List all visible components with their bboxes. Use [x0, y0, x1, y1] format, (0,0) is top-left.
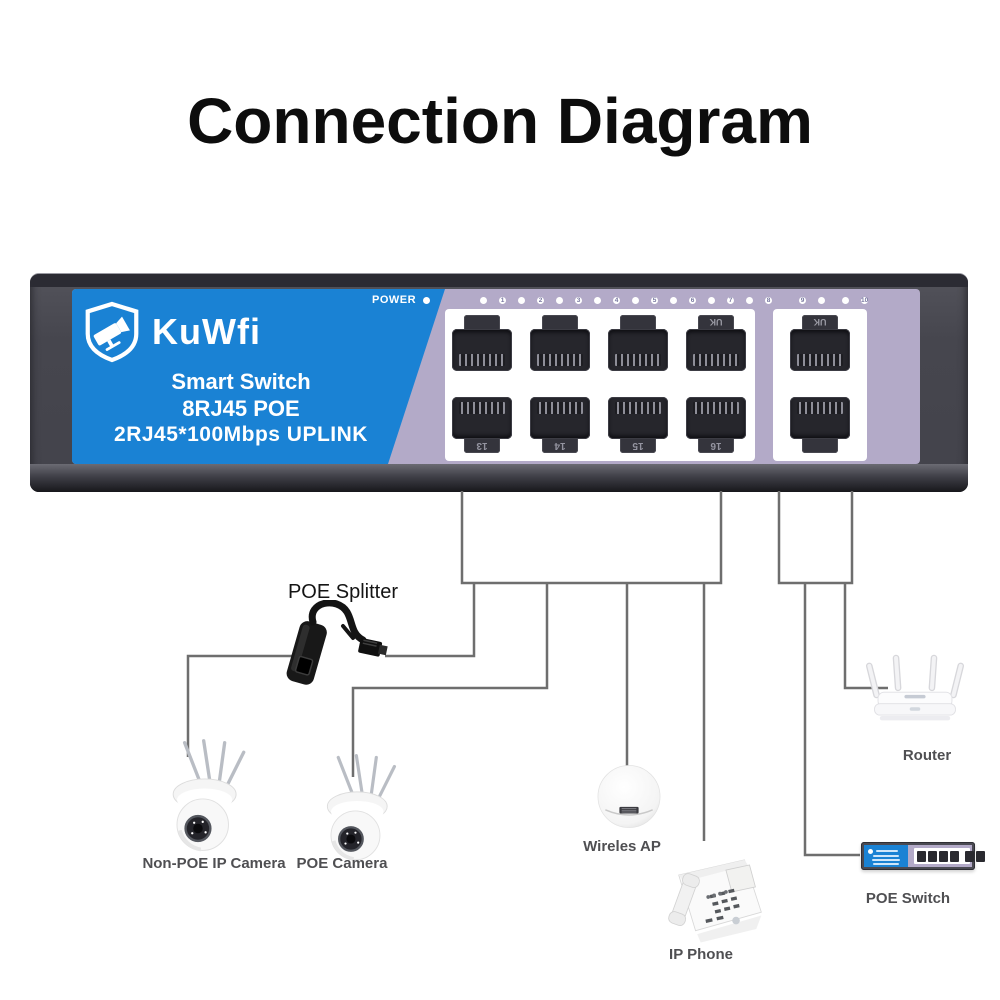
rj45-port-6: 14: [530, 397, 590, 453]
led-dot: [842, 296, 850, 304]
mini-port: [928, 850, 937, 862]
switch-bottom-bezel: [30, 464, 968, 492]
ip-phone-device: [668, 859, 762, 943]
rj45-uplink-port-2: [790, 397, 850, 453]
power-led: [423, 296, 431, 304]
led-number: 9: [799, 296, 807, 304]
poe-splitter-label: POE Splitter: [287, 581, 399, 603]
poe-switch-mini-label: POE Switch: [865, 890, 951, 907]
switch-model-line3: 2RJ45*100Mbps UPLINK: [114, 423, 368, 446]
poe-switch-mini-device: [861, 842, 985, 870]
rj45-port-8: 16: [686, 397, 746, 453]
mini-port: [976, 850, 985, 862]
mini-port: [965, 850, 974, 862]
router-label: Router: [902, 747, 952, 764]
ip-phone-label: IP Phone: [669, 946, 733, 963]
led-dot: [632, 296, 640, 304]
mini-port: [950, 850, 959, 862]
wireless-ap-label: Wireles AP: [583, 838, 661, 855]
led-dot: [518, 296, 526, 304]
led-number: 5: [651, 296, 659, 304]
switch-top-bezel: [30, 274, 968, 287]
mini-switch-port-area: [908, 845, 985, 867]
rj45-port-1: [452, 315, 512, 371]
main-poe-switch: KuWfi Smart Switch 8RJ45 POE 2RJ45*100Mb…: [30, 273, 968, 492]
led-dot: [594, 296, 602, 304]
rj45-uplink-port-1: UK: [790, 315, 850, 371]
port-label: 16: [710, 440, 722, 451]
led-dot: [556, 296, 564, 304]
brand-row: KuWfi: [84, 301, 261, 363]
led-dot: [818, 296, 826, 304]
non-poe-camera-label: Non-POE IP Camera: [142, 855, 286, 872]
mini-brand-icon: [868, 849, 873, 854]
led-dot: [746, 296, 754, 304]
switch-model-line2: 8RJ45 POE: [182, 396, 300, 421]
shield-camera-icon: [85, 301, 139, 363]
led-row: POWER 1 2 3 4 5 6 7 8 9: [372, 294, 868, 306]
led-dot: [708, 296, 716, 304]
port-label: 13: [476, 440, 488, 451]
uplink-port-panel: UK: [773, 309, 867, 461]
led-number: 7: [727, 296, 735, 304]
poe-splitter-device: [286, 600, 388, 685]
wireless-ap-device: [597, 765, 661, 828]
port-label: 15: [632, 440, 644, 451]
port-label: 14: [554, 440, 566, 451]
rj45-port-7: 15: [608, 397, 668, 453]
brand-text: KuWfi: [152, 311, 261, 352]
switch-faceplate: KuWfi Smart Switch 8RJ45 POE 2RJ45*100Mb…: [72, 289, 920, 464]
poe-camera-device: [326, 754, 397, 861]
poe-port-panel: UK 13 14 15 16: [445, 309, 755, 461]
led-number: 3: [575, 296, 583, 304]
mini-port: [939, 850, 948, 862]
non-poe-camera-device: [172, 739, 246, 852]
led-number: 2: [537, 296, 545, 304]
page-title: Connection Diagram: [187, 85, 813, 157]
mini-port: [917, 850, 926, 862]
port-marking: UK: [813, 317, 827, 327]
power-label: POWER: [372, 294, 417, 306]
switch-model-line1: Smart Switch: [171, 369, 311, 394]
led-number: 10: [860, 296, 869, 304]
led-number: 8: [765, 296, 773, 304]
led-dot: [670, 296, 678, 304]
router-device: [865, 654, 965, 721]
rj45-port-5: 13: [452, 397, 512, 453]
led-dot: [480, 296, 488, 304]
mini-switch-label-panel: [864, 845, 908, 867]
led-number: 4: [613, 296, 621, 304]
led-number: 6: [689, 296, 697, 304]
rj45-port-2: [530, 315, 590, 371]
led-number: 1: [499, 296, 507, 304]
port-marking: UK: [709, 317, 723, 327]
poe-camera-label: POE Camera: [296, 855, 388, 872]
rj45-port-4: UK: [686, 315, 746, 371]
rj45-port-3: [608, 315, 668, 371]
